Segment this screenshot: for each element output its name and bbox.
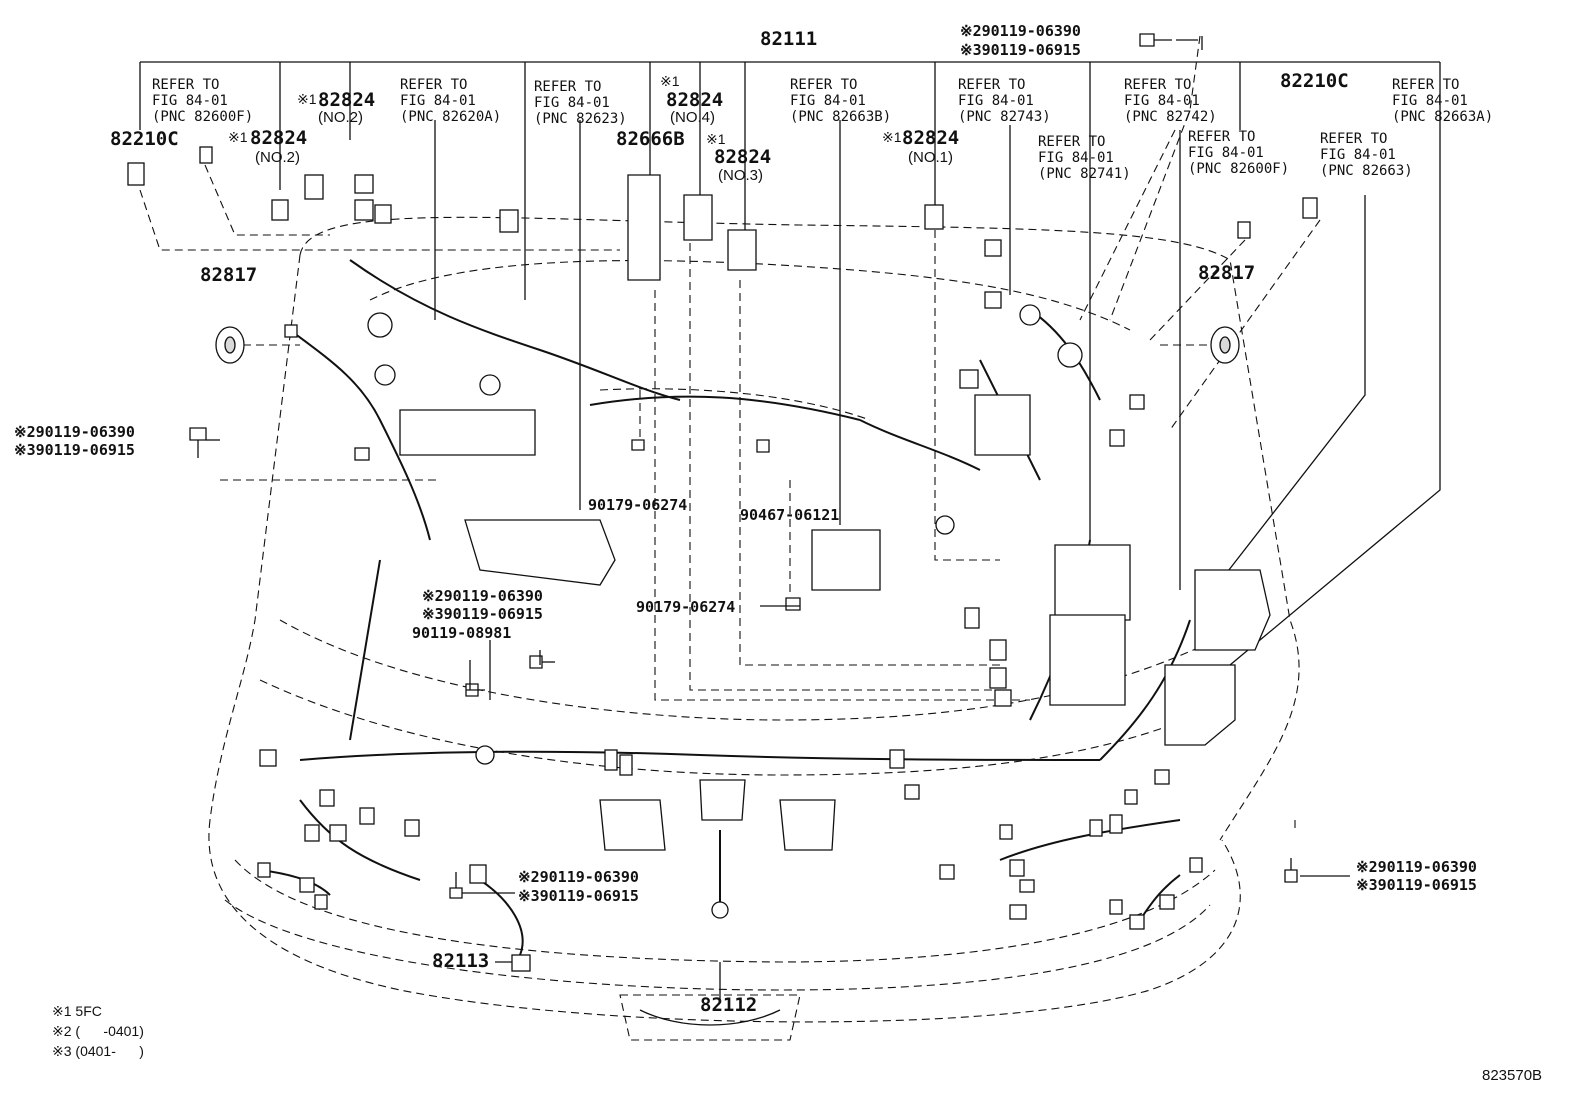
part-82113: 82113	[432, 950, 490, 972]
part-82824-no3: 82824	[714, 146, 772, 168]
part-82210c-left: 82210C	[110, 128, 179, 150]
part-82210c-right: 82210C	[1280, 70, 1349, 92]
part-82824-no4-sub: (NO.4)	[670, 109, 715, 126]
mark-1-c: ※1	[660, 73, 680, 89]
refer-82663: REFER TO FIG 84-01 (PNC 82663)	[1320, 131, 1413, 179]
part-82824-no3-sub: (NO.3)	[718, 167, 763, 184]
bolt-pair-bottom-1: ※290119-06390	[518, 868, 639, 886]
bolt-pair-right-2: ※390119-06915	[1356, 876, 1477, 894]
part-82666b: 82666B	[616, 128, 685, 150]
bolt-pair-top-2: ※390119-06915	[960, 41, 1081, 59]
figure-id: 823570B	[1482, 1067, 1543, 1084]
bolt-pair-left-1: ※290119-06390	[14, 423, 135, 441]
part-82111: 82111	[760, 28, 818, 50]
bolt-pair-right-1: ※290119-06390	[1356, 858, 1477, 876]
part-82824-no2-b-sub: (NO.2)	[255, 149, 300, 166]
refer-82741: REFER TO FIG 84-01 (PNC 82741)	[1038, 134, 1131, 182]
mark-1-e: ※1	[882, 129, 902, 145]
footnote-1: ※1 5FC	[52, 1003, 102, 1019]
part-82824-no2-a-sub: (NO.2)	[318, 109, 363, 126]
refer-82663a: REFER TO FIG 84-01 (PNC 82663A)	[1392, 77, 1494, 125]
part-82824-no2-a: 82824	[318, 89, 376, 111]
refer-82600f-right: REFER TO FIG 84-01 (PNC 82600F)	[1188, 129, 1290, 177]
part-82112: 82112	[700, 994, 758, 1016]
bolt-pair-top-1: ※290119-06390	[960, 22, 1081, 40]
refer-82600f-left: REFER TO FIG 84-01 (PNC 82600F)	[152, 77, 254, 125]
refer-82623: REFER TO FIG 84-01 (PNC 82623)	[534, 79, 627, 127]
bolt-pair-mid-2: ※390119-06915	[422, 605, 543, 623]
bolt-pair-left-2: ※390119-06915	[14, 441, 135, 459]
refer-82742: REFER TO FIG 84-01 (PNC 82742)	[1124, 77, 1217, 125]
mark-1-a: ※1	[297, 91, 317, 107]
refer-82620a: REFER TO FIG 84-01 (PNC 82620A)	[400, 77, 502, 125]
part-82824-no1: 82824	[902, 127, 960, 149]
mark-1-d: ※1	[706, 131, 726, 147]
mark-1-b: ※1	[228, 129, 248, 145]
bolt-90179-06274-b: 90179-06274	[636, 598, 736, 616]
part-82824-no2-b: 82824	[250, 127, 308, 149]
bolt-90119-08981: 90119-08981	[412, 624, 512, 642]
part-82824-no4: 82824	[666, 89, 724, 111]
bolt-90179-06274-a: 90179-06274	[588, 496, 688, 514]
bolt-pair-mid-1: ※290119-06390	[422, 587, 543, 605]
footnote-2: ※2 ( -0401)	[52, 1023, 144, 1039]
part-82817-left: 82817	[200, 264, 258, 286]
bolt-90467-06121: 90467-06121	[740, 506, 840, 524]
footnote-3: ※3 (0401- )	[52, 1043, 144, 1059]
bolt-pair-bottom-2: ※390119-06915	[518, 887, 639, 905]
refer-82743: REFER TO FIG 84-01 (PNC 82743)	[958, 77, 1051, 125]
part-82817-right: 82817	[1198, 262, 1256, 284]
part-82824-no1-sub: (NO.1)	[908, 149, 953, 166]
refer-82663b: REFER TO FIG 84-01 (PNC 82663B)	[790, 77, 892, 125]
